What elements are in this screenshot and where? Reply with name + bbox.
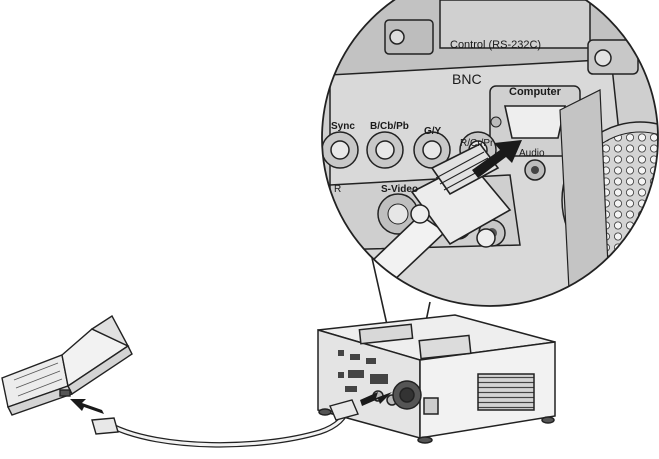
insert-arrow-zoom xyxy=(472,140,522,178)
projector xyxy=(317,314,556,444)
label-r: R xyxy=(334,184,341,195)
label-svideo: S-Video xyxy=(381,184,418,195)
label-computer: Computer xyxy=(509,86,562,98)
laptop xyxy=(1,314,133,416)
insert-arrow-laptop xyxy=(70,399,104,414)
vga-plug-laptop xyxy=(91,417,119,435)
insert-arrow-projector xyxy=(360,392,392,406)
label-bcbpb: B/Cb/Pb xyxy=(370,121,409,132)
label-audio: Audio xyxy=(519,148,545,159)
vga-plug-projector xyxy=(329,399,359,421)
label-rcrpr: R/Cr/Pr xyxy=(460,138,494,149)
zoom-circle xyxy=(321,0,659,307)
label-control: Control (RS-232C) xyxy=(450,39,541,51)
label-gy: G/Y xyxy=(424,126,442,137)
zoom-detail xyxy=(322,0,658,306)
label-bnc: BNC xyxy=(452,71,482,87)
label-sync: Sync xyxy=(331,121,355,132)
